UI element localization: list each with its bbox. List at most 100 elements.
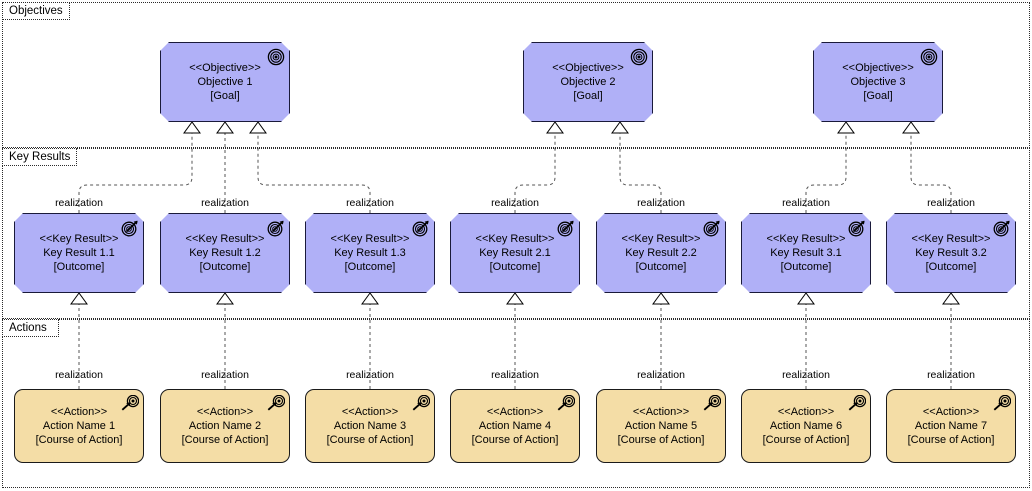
kr22-type: [Outcome] (635, 261, 687, 274)
kr22-name: Key Result 2.2 (625, 246, 697, 259)
act7-type: [Course of Action] (907, 434, 995, 447)
relationship-label-kr13-to-obj1: realization (346, 197, 394, 209)
group-label-actions: Actions (2, 319, 59, 337)
realization-connector-kr21-to-obj2 (514, 133, 556, 213)
obj3-stereotype: <<Objective>> (842, 61, 914, 74)
outcome-target-arrow-icon (703, 219, 720, 236)
outcome-target-arrow-icon (993, 219, 1010, 236)
relationship-label-kr12-to-obj1: realization (201, 197, 249, 209)
kr21-name: Key Result 2.1 (479, 246, 551, 259)
obj3-name: Objective 3 (850, 75, 906, 88)
key-result-node-kr32[interactable]: <<Key Result>>Key Result 3.2[Outcome] (886, 213, 1016, 293)
realization-connector-kr13-to-obj1 (257, 133, 371, 213)
relationship-label-act7-to-kr32: realization (927, 369, 975, 381)
act1-stereotype: <<Action>> (50, 405, 108, 418)
relationship-label-kr21-to-obj2: realization (491, 197, 539, 209)
kr32-type: [Outcome] (925, 261, 977, 274)
group-frame-objectives[interactable]: Objectives (2, 2, 1030, 148)
relationship-label-kr32-to-obj3: realization (927, 197, 975, 209)
act3-name: Action Name 3 (333, 419, 407, 432)
obj1-type: [Goal] (210, 90, 240, 103)
outcome-target-arrow-icon (121, 219, 138, 236)
realization-arrowhead-act6-to-kr31 (797, 292, 815, 305)
key-result-node-kr12[interactable]: <<Key Result>>Key Result 1.2[Outcome] (160, 213, 290, 293)
act2-name: Action Name 2 (188, 419, 262, 432)
realization-arrowhead-act4-to-kr21 (506, 292, 524, 305)
key-result-node-kr22[interactable]: <<Key Result>>Key Result 2.2 [Outcome] (596, 213, 726, 293)
obj2-stereotype: <<Objective>> (552, 61, 624, 74)
action-node-act1[interactable]: <<Action>>Action Name 1[Course of Action… (14, 389, 144, 463)
kr31-name: Key Result 3.1 (770, 246, 842, 259)
relationship-label-kr11-to-obj1: realization (55, 197, 103, 209)
relationship-label-act4-to-kr21: realization (491, 369, 539, 381)
outcome-target-arrow-icon (412, 219, 429, 236)
group-label-objectives: Objectives (2, 2, 70, 20)
goal-target-icon (267, 48, 284, 65)
kr32-name: Key Result 3.2 (915, 246, 987, 259)
realization-arrowhead-kr22-to-obj2 (611, 121, 629, 134)
realization-arrowhead-act5-to-kr22 (652, 292, 670, 305)
realization-arrowhead-kr11-to-obj1 (183, 121, 201, 134)
kr12-name: Key Result 1.2 (189, 246, 261, 259)
realization-arrowhead-kr13-to-obj1 (249, 121, 267, 134)
goal-target-icon (920, 48, 937, 65)
realization-connector-kr31-to-obj3 (805, 133, 847, 213)
key-result-node-kr13[interactable]: <<Key Result>>Key Result 1.3 [Outcome] (305, 213, 435, 293)
realization-connector-kr22-to-obj2 (619, 133, 662, 213)
kr22-stereotype: <<Key Result>> (621, 232, 701, 245)
kr13-stereotype: <<Key Result>> (330, 232, 410, 245)
course-of-action-icon (703, 394, 722, 412)
kr13-name: Key Result 1.3 (334, 246, 406, 259)
key-result-node-kr11[interactable]: <<Key Result>>Key Result 1.1[Outcome] (14, 213, 144, 293)
obj3-type: [Goal] (863, 90, 893, 103)
relationship-label-act6-to-kr31: realization (782, 369, 830, 381)
objective-node-obj1[interactable]: <<Objective>>Objective 1[Goal] (160, 42, 290, 122)
act4-stereotype: <<Action>> (486, 405, 544, 418)
realization-arrowhead-act2-to-kr12 (216, 292, 234, 305)
realization-arrowhead-act1-to-kr11 (70, 292, 88, 305)
relationship-label-act2-to-kr12: realization (201, 369, 249, 381)
action-node-act6[interactable]: <<Action>>Action Name 6 [Course of Action… (741, 389, 871, 463)
action-node-act3[interactable]: <<Action>>Action Name 3[Course of Action… (305, 389, 435, 463)
act6-type: [Course of Action] (762, 434, 850, 447)
course-of-action-icon (412, 394, 431, 412)
kr11-stereotype: <<Key Result>> (39, 232, 119, 245)
course-of-action-icon (121, 394, 140, 412)
course-of-action-icon (848, 394, 867, 412)
kr21-stereotype: <<Key Result>> (475, 232, 555, 245)
realization-arrowhead-kr31-to-obj3 (837, 121, 855, 134)
kr11-type: [Outcome] (53, 261, 105, 274)
objective-node-obj3[interactable]: <<Objective>>Objective 3 [Goal] (813, 42, 943, 122)
kr12-type: [Outcome] (199, 261, 251, 274)
act4-type: [Course of Action] (471, 434, 559, 447)
obj1-name: Objective 1 (197, 75, 253, 88)
action-node-act2[interactable]: <<Action>>Action Name 2[Course of Action… (160, 389, 290, 463)
realization-arrowhead-kr21-to-obj2 (546, 121, 564, 134)
course-of-action-icon (267, 394, 286, 412)
group-label-key_results: Key Results (2, 148, 77, 166)
key-result-node-kr21[interactable]: <<Key Result>>Key Result 2.1[Outcome] (450, 213, 580, 293)
objective-node-obj2[interactable]: <<Objective>>Objective 2[Goal] (523, 42, 653, 122)
act1-type: [Course of Action] (35, 434, 123, 447)
group-frame-key_results[interactable]: Key Results (2, 148, 1030, 319)
action-node-act5[interactable]: <<Action>>Action Name 5[Course of Action… (596, 389, 726, 463)
relationship-label-act5-to-kr22: realization (637, 369, 685, 381)
act5-type: [Course of Action] (617, 434, 705, 447)
realization-connector-kr32-to-obj3 (910, 133, 952, 213)
act5-stereotype: <<Action>> (632, 405, 690, 418)
act7-name: Action Name 7 (914, 419, 988, 432)
outcome-target-arrow-icon (267, 219, 284, 236)
act6-name: Action Name 6 (769, 419, 843, 432)
relationship-label-kr22-to-obj2: realization (637, 197, 685, 209)
act6-stereotype: <<Action>> (777, 405, 835, 418)
kr31-type: [Outcome] (780, 261, 832, 274)
action-node-act7[interactable]: <<Action>>Action Name 7 [Course of Action… (886, 389, 1016, 463)
act7-stereotype: <<Action>> (922, 405, 980, 418)
key-result-node-kr31[interactable]: <<Key Result>>Key Result 3.1[Outcome] (741, 213, 871, 293)
kr13-type: [Outcome] (344, 261, 396, 274)
action-node-act4[interactable]: <<Action>>Action Name 4[Course of Action… (450, 389, 580, 463)
course-of-action-icon (557, 394, 576, 412)
group-frame-actions[interactable]: Actions (2, 319, 1030, 488)
